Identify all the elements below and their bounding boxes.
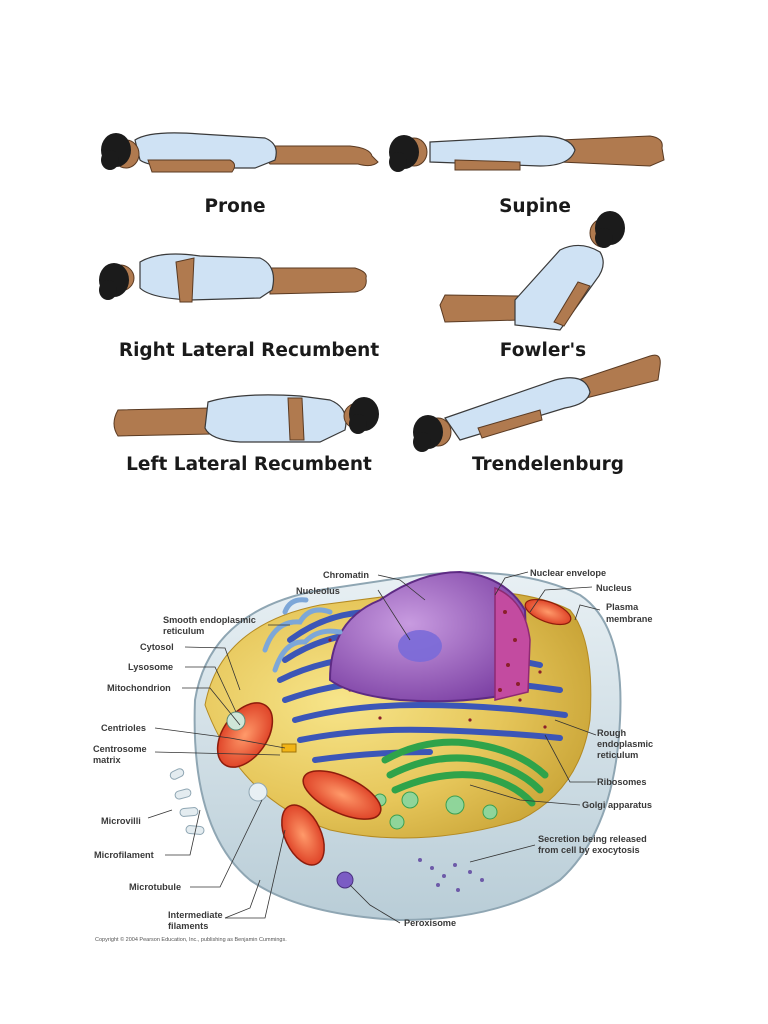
- label-intermediate-1: Intermediate: [168, 910, 223, 920]
- trendelenburg-figure: [413, 354, 661, 452]
- prone-figure: [101, 132, 379, 173]
- label-smooth-er-2: reticulum: [163, 626, 204, 636]
- label-right-lateral-recumbent: Right Lateral Recumbent: [118, 340, 380, 361]
- nucleolus-body: [398, 630, 442, 662]
- lysosome-body: [226, 711, 246, 731]
- label-cytosol: Cytosol: [140, 642, 174, 652]
- label-rough-er-2: endoplasmic: [597, 739, 653, 749]
- label-plasma-membrane-2: membrane: [606, 614, 652, 624]
- smooth-er: [262, 597, 343, 673]
- golgi-vesicles: [373, 791, 498, 830]
- microvilli: [169, 768, 205, 835]
- label-microfilament: Microfilament: [94, 850, 154, 860]
- label-supine: Supine: [499, 196, 571, 217]
- golgi-apparatus: [381, 738, 549, 807]
- label-left-lateral-recumbent: Left Lateral Recumbent: [126, 454, 372, 475]
- label-secretion-2: from cell by exocytosis: [538, 845, 640, 855]
- copyright-line: Copyright © 2004 Pearson Education, Inc.…: [95, 936, 287, 943]
- label-chromatin: Chromatin: [323, 570, 369, 580]
- nucleus: [328, 570, 531, 703]
- label-smooth-er-1: Smooth endoplasmic: [163, 615, 256, 625]
- label-mitochondrion: Mitochondrion: [107, 683, 171, 693]
- fowlers-figure: [439, 211, 625, 331]
- peroxisome-body: [336, 871, 354, 889]
- label-intermediate-2: filaments: [168, 921, 208, 931]
- secretion-vesicles: [418, 858, 484, 892]
- label-nuclear-envelope: Nuclear envelope: [530, 568, 606, 578]
- label-microvilli: Microvilli: [101, 816, 141, 826]
- label-lysosome: Lysosome: [128, 662, 173, 672]
- label-rough-er-1: Rough: [597, 728, 626, 738]
- label-prone: Prone: [204, 196, 266, 217]
- centriole-body: [281, 743, 297, 753]
- label-centrosome-2: matrix: [93, 755, 121, 765]
- label-fowlers: Fowler's: [499, 340, 587, 361]
- label-nucleolus: Nucleolus: [296, 586, 340, 596]
- label-ribosomes: Ribosomes: [597, 777, 647, 787]
- supine-figure: [389, 135, 665, 172]
- right-lateral-figure: [99, 253, 367, 303]
- label-plasma-membrane-1: Plasma: [606, 602, 639, 612]
- cell-labels: Chromatin Nucleolus Nuclear envelope Nuc…: [93, 568, 653, 943]
- left-lateral-figure: [113, 394, 379, 443]
- label-rough-er-3: reticulum: [597, 750, 638, 760]
- label-golgi-apparatus: Golgi apparatus: [582, 800, 652, 810]
- label-secretion-1: Secretion being released: [538, 834, 647, 844]
- label-microtubule: Microtubule: [129, 882, 181, 892]
- leader-lines: [147, 571, 601, 924]
- label-peroxisome: Peroxisome: [404, 918, 456, 928]
- label-nucleus: Nucleus: [596, 583, 632, 593]
- label-centrosome-1: Centrosome: [93, 744, 147, 754]
- label-centrioles: Centrioles: [101, 723, 146, 733]
- label-trendelenburg: Trendelenburg: [471, 454, 625, 475]
- patient-positions-figure: [99, 132, 665, 452]
